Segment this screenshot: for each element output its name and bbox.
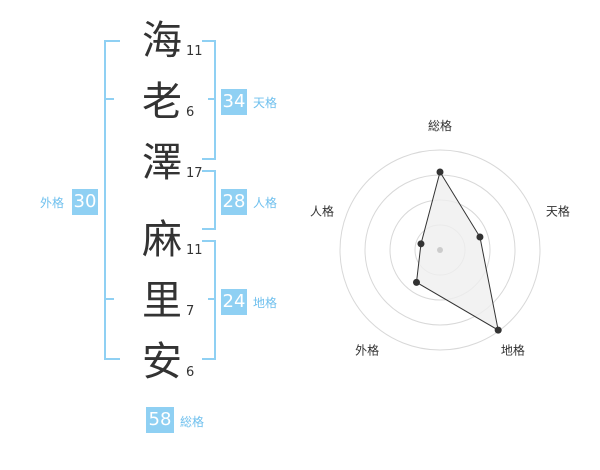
stroke-count-3: 17: [186, 166, 203, 181]
chikaku-score: 24: [221, 289, 247, 315]
name-char-2: 老: [142, 79, 182, 125]
soukaku-label: 総格: [180, 415, 205, 429]
gaikaku-score: 30: [72, 189, 98, 215]
radar-ring: [339, 149, 541, 351]
gaikaku-bracket: [104, 40, 120, 360]
bracket-tick: [104, 298, 114, 300]
name-char-5: 里: [142, 278, 182, 324]
radar-axis-label: 人格: [310, 204, 334, 219]
radar-point: [476, 233, 484, 241]
radar-axis-label: 地格: [501, 342, 525, 357]
stroke-count-2: 6: [186, 105, 195, 120]
radar-axis-label: 外格: [355, 342, 379, 357]
name-char-4: 麻: [142, 217, 182, 263]
stroke-count-5: 7: [186, 304, 195, 319]
chikaku-bracket: [202, 240, 216, 360]
radar-area: [415, 170, 499, 332]
radar-center: [437, 247, 443, 253]
soukaku-score: 58: [146, 407, 174, 433]
tenkaku-score: 34: [221, 89, 247, 115]
tenkaku-bracket: [202, 40, 216, 160]
radar-point: [417, 240, 425, 248]
radar-point: [494, 326, 502, 334]
bracket-tick: [208, 298, 216, 300]
gaikaku-label: 外格: [40, 196, 65, 210]
tenkaku-label: 天格: [253, 96, 278, 110]
chikaku-label: 地格: [253, 296, 278, 310]
bracket-tick: [104, 98, 114, 100]
radar-point: [436, 168, 444, 176]
radar-point: [412, 278, 420, 286]
jinkaku-score: 28: [221, 189, 247, 215]
bracket-tick: [208, 98, 216, 100]
name-char-1: 海: [142, 18, 182, 64]
stroke-count-4: 11: [186, 243, 203, 258]
name-char-6: 安: [142, 339, 182, 385]
name-char-3: 澤: [142, 140, 182, 186]
radar-axis-label: 天格: [546, 204, 570, 219]
radar-axis-label: 総格: [428, 118, 452, 133]
jinkaku-bracket: [202, 170, 216, 230]
stroke-count-6: 6: [186, 365, 195, 380]
jinkaku-label: 人格: [253, 196, 278, 210]
stroke-count-1: 11: [186, 44, 203, 59]
